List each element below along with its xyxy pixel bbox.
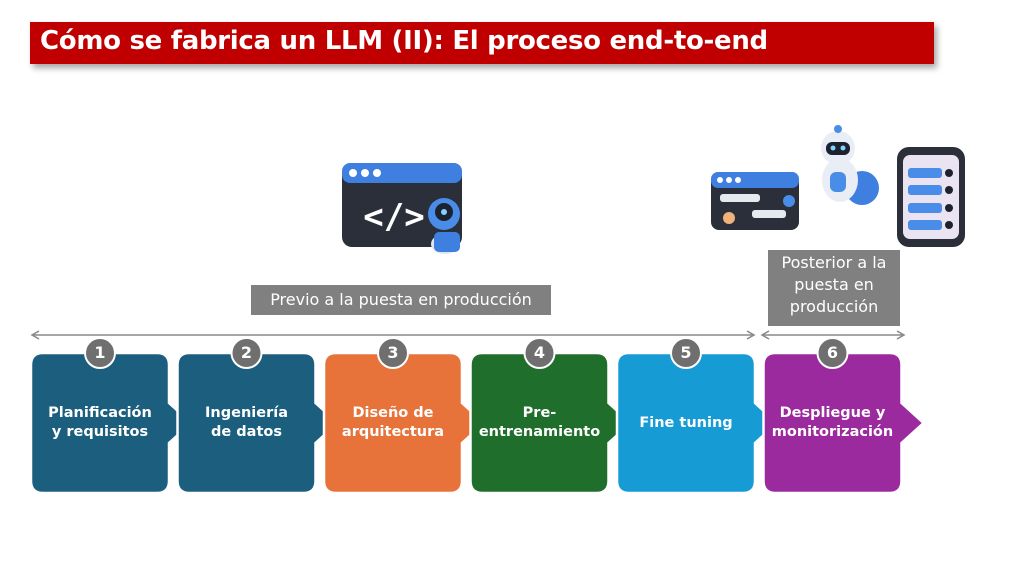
post-production-label: Posterior a la puesta en producción [768, 250, 900, 326]
step-2-number: 2 [240, 343, 253, 362]
pre-production-arrow [30, 330, 756, 340]
chat-window-icon [711, 172, 799, 230]
step-5-number: 5 [680, 343, 692, 362]
step-6-number: 6 [826, 343, 839, 362]
step-6-label: Despliegue y monitorización [771, 405, 894, 440]
step-3-shape [322, 351, 486, 495]
robot-icon [821, 125, 879, 205]
step-1-badge [84, 337, 116, 369]
step-5-label: Fine tuning [639, 414, 733, 431]
step-5-badge [670, 337, 702, 369]
process-steps [29, 337, 926, 495]
step-1-label: Planificación y requisitos [48, 405, 152, 440]
step-2-shape [176, 351, 340, 495]
step-4-number: 4 [533, 343, 546, 362]
pre-production-label: Previo a la puesta en producción [251, 285, 551, 315]
title-bar: Cómo se fabrica un LLM (II): El proceso … [30, 22, 934, 64]
step-6-badge [816, 337, 849, 369]
phone-chat-icon [897, 147, 965, 247]
step-6-shape [762, 351, 926, 495]
svg-text:</>: </> [363, 197, 424, 237]
code-robot-icon: </> [342, 163, 462, 254]
page-title: Cómo se fabrica un LLM (II): El proceso … [40, 26, 768, 56]
step-3-label: Diseño de arquitectura [341, 405, 445, 440]
step-1-number: 1 [94, 343, 106, 362]
step-3-number: 3 [387, 343, 399, 362]
step-4-label: Pre- entrenamiento [478, 405, 601, 440]
step-3-badge [377, 337, 409, 369]
step-1-shape [29, 351, 193, 495]
post-production-arrow [760, 330, 906, 340]
step-4-shape [469, 351, 633, 495]
step-2-label: Ingeniería de datos [205, 405, 288, 440]
step-5-shape [615, 351, 779, 495]
step-2-badge [230, 337, 263, 369]
step-4-badge [523, 337, 556, 369]
